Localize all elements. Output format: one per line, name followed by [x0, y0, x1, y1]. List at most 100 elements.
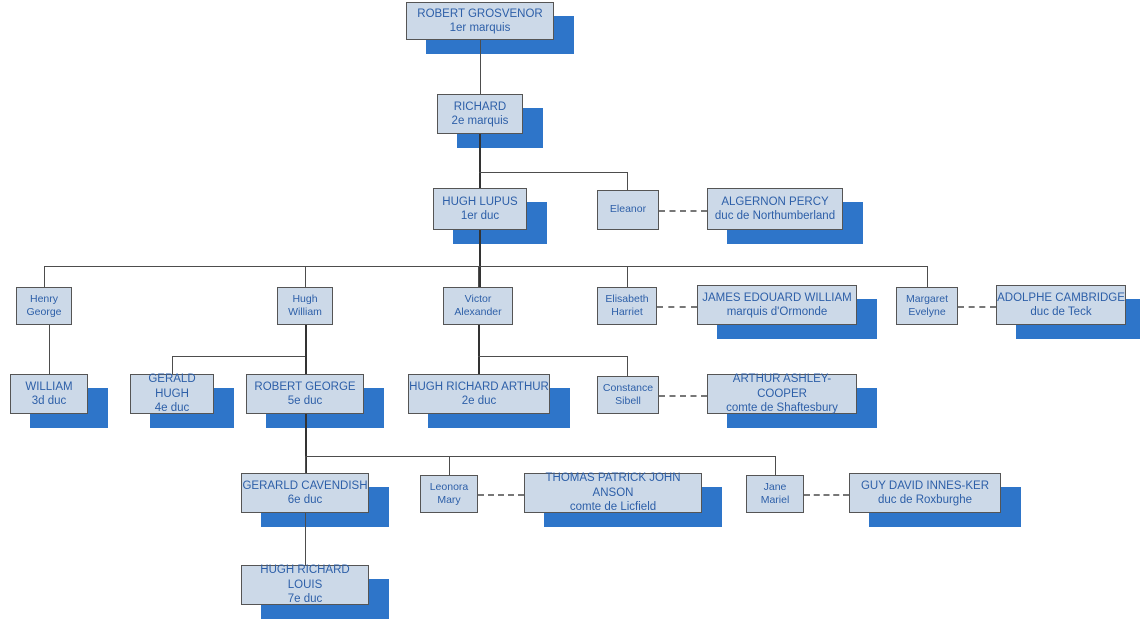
node-james_edouard_william[interactable]: JAMES EDOUARD WILLIAM marquis d'Ormonde	[697, 285, 857, 325]
edge-robert-to-richard-v	[480, 40, 481, 94]
node-gerald_hugh[interactable]: GERALD HUGH 4e duc	[130, 373, 214, 415]
node-title-line: 2e marquis	[451, 115, 509, 127]
marriage-line-margaret-adolphe	[958, 306, 996, 308]
node-name-line: HUGH LUPUS	[442, 195, 518, 208]
node-title-line: Alexander	[454, 306, 502, 318]
node-title-line: Harriet	[611, 306, 643, 318]
node-name-line: GUY DAVID INNES-KER	[860, 479, 990, 492]
edge-hugh-william-drop	[305, 266, 306, 287]
edge-victor-alexander-drop	[478, 266, 479, 287]
edge-constance-drop	[627, 356, 628, 376]
node-guy_david_innes_ker[interactable]: GUY DAVID INNES-KER duc de Roxburghe	[849, 473, 1001, 513]
marriage-line-eleanor-algernon	[659, 210, 707, 212]
node-name-line: Constance	[602, 381, 654, 394]
node-title-line: 7e duc	[287, 593, 323, 606]
node-hugh_lupus[interactable]: HUGH LUPUS 1er duc	[433, 188, 527, 230]
edge-jane-drop	[775, 456, 776, 475]
node-title-line: Evelyne	[908, 306, 946, 318]
edge-eleanor-drop	[627, 172, 628, 190]
edge-gerarld-to-hugh	[305, 513, 306, 565]
node-title-line: 6e duc	[287, 494, 323, 506]
marriage-line-elisabeth-james	[657, 306, 697, 308]
node-title-line: 1er marquis	[449, 22, 511, 34]
node-name-line: Elisabeth	[605, 292, 649, 305]
node-william_3d[interactable]: WILLIAM 3d duc	[10, 374, 88, 414]
edge-richard-spouse-bar	[479, 172, 628, 173]
node-name-line: GERALD HUGH	[148, 373, 196, 400]
edge-henry-george-down	[49, 325, 50, 374]
node-eleanor[interactable]: Eleanor	[597, 190, 659, 230]
node-name-line: WILLIAM	[25, 380, 73, 393]
node-gerarld_cavendish[interactable]: GERARLD CAVENDISH 6e duc	[241, 473, 369, 513]
node-title-line: duc de Northumberland	[714, 210, 836, 222]
edge-victor-spouse-bar	[478, 356, 627, 357]
edge-henry-george-drop	[44, 266, 45, 287]
node-name-line: THOMAS PATRICK JOHN ANSON	[545, 472, 681, 499]
marriage-line-leonora-thomas	[478, 494, 524, 496]
node-title-line: 4e duc	[154, 402, 190, 415]
edge-hugh-william-down	[305, 325, 307, 374]
node-hugh_richard_louis[interactable]: HUGH RICHARD LOUIS 7e duc	[241, 564, 369, 606]
node-name-line: HUGH RICHARD LOUIS	[260, 564, 350, 591]
edge-gen3-sibling-bar	[44, 266, 927, 267]
node-title-line: duc de Teck	[1030, 306, 1092, 318]
node-title-line: Sibell	[615, 395, 641, 407]
node-name-line: ALGERNON PERCY	[721, 195, 829, 208]
edge-margaret-evelyne-drop	[927, 266, 928, 287]
node-name-line: JAMES EDOUARD WILLIAM	[702, 291, 852, 304]
node-name-line: ARTHUR ASHLEY-COOPER	[732, 373, 832, 400]
edge-elisabeth-harriet-drop	[627, 266, 628, 287]
edge-victor-alexander-down	[478, 325, 480, 374]
node-title-line: comte de Licfield	[569, 501, 657, 514]
node-name-line: Henry	[29, 292, 58, 305]
node-title-line: 2e duc	[461, 395, 497, 407]
node-richard[interactable]: RICHARD 2e marquis	[437, 94, 523, 134]
node-robert_george[interactable]: ROBERT GEORGE 5e duc	[246, 374, 364, 414]
node-adolphe_cambridge[interactable]: ADOLPHE CAMBRIDGE duc de Teck	[996, 285, 1126, 325]
node-title-line: Mariel	[760, 494, 790, 506]
node-name-line: Eleanor	[609, 203, 647, 216]
edge-gerald-hugh-drop	[172, 356, 173, 374]
node-title-line: George	[26, 306, 62, 318]
marriage-line-jane-guy	[804, 494, 849, 496]
edge-richard-trunk-down	[479, 134, 481, 188]
edge-gerarld-drop	[305, 456, 306, 473]
node-name-line: Hugh	[292, 292, 318, 305]
node-title-line: 3d duc	[31, 395, 67, 407]
node-name-line: Jane	[763, 480, 787, 493]
node-thomas_patrick_john_anson[interactable]: THOMAS PATRICK JOHN ANSON comte de Licfie…	[524, 472, 702, 514]
node-algernon_percy[interactable]: ALGERNON PERCY duc de Northumberland	[707, 188, 843, 230]
edge-leonora-drop	[449, 456, 450, 475]
node-name-line: Leonora	[429, 480, 469, 493]
edge-robert-george-child-bar	[305, 456, 775, 457]
node-arthur_ashley_cooper[interactable]: ARTHUR ASHLEY-COOPER comte de Shaftesbury	[707, 373, 857, 415]
node-title-line: duc de Roxburghe	[878, 494, 972, 506]
node-name-line: HUGH RICHARD ARTHUR	[409, 380, 549, 393]
edge-hugh-lupus-trunk	[479, 230, 481, 287]
node-name-line: RICHARD	[453, 100, 507, 113]
marriage-line-constance-arthur	[659, 395, 707, 397]
node-name-line: Margaret	[905, 292, 948, 305]
node-hugh_richard_arthur[interactable]: HUGH RICHARD ARTHUR 2e duc	[408, 374, 550, 414]
node-name-line: Victor	[464, 292, 492, 305]
node-title-line: marquis d'Ormonde	[726, 306, 828, 318]
node-name-line: ADOLPHE CAMBRIDGE	[997, 291, 1125, 304]
node-title-line: William	[288, 306, 322, 318]
node-name-line: GERARLD CAVENDISH	[242, 479, 368, 492]
node-title-line: 1er duc	[460, 210, 500, 222]
edge-robert-george-trunk	[305, 414, 307, 474]
node-title-line: 5e duc	[287, 395, 323, 407]
node-name-line: ROBERT GEORGE	[254, 380, 356, 393]
node-title-line: Mary	[437, 494, 461, 506]
node-title-line: comte de Shaftesbury	[726, 402, 838, 415]
